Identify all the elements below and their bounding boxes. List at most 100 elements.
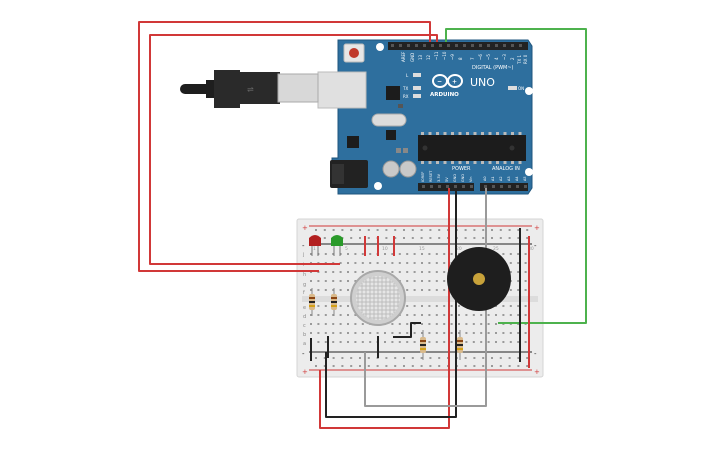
led-green[interactable] [331,235,343,256]
row-letters-bottom: e d c b a [303,305,306,347]
resistor[interactable] [309,288,315,316]
rail-hole [367,365,370,367]
breadboard-hole [495,323,497,325]
breadboard-hole [339,314,342,316]
breadboard-hole [361,262,364,264]
chip-pin [488,161,492,164]
breadboard-center-channel [302,296,538,302]
breadboard-hole [458,305,460,307]
breadboard-hole [435,341,438,343]
gas-sensor-mesh-lines [356,276,400,320]
led-red[interactable] [309,235,321,256]
breadboard-hole [495,341,497,343]
wire-red-led[interactable] [138,21,431,272]
header-pin [415,44,418,47]
breadboard-hole [413,314,416,316]
breadboard-hole [435,305,438,307]
rail-hole [499,365,502,367]
resistor[interactable] [457,330,463,360]
pin-label-ioref: IOREF [421,172,425,182]
breadboard-hole [347,341,349,343]
rail-hole [411,229,414,231]
chip-pin [503,132,507,135]
rail-hole [491,365,493,367]
rail-hole [429,229,432,231]
breadboard-hole [465,314,468,316]
breadboard-hole [376,262,379,264]
breadboard-hole [480,323,483,325]
rail-hole [429,365,432,367]
breadboard-hole [435,332,438,334]
jumper-sensor-out [393,322,421,338]
breadboard-hole [495,332,497,334]
breadboard-hole [391,323,394,325]
breadboard-hole [472,314,475,316]
led-rx-label: RX [403,94,409,99]
breadboard-hole [398,271,401,273]
breadboard-hole [450,323,453,325]
breadboard-hole [421,332,423,334]
chip-pin [503,161,507,164]
rail-hole [438,365,441,367]
rail-hole [323,357,326,359]
wire-green-led[interactable] [149,34,438,265]
wire-gnd[interactable] [325,188,457,418]
breadboard-hole [317,280,320,282]
breadboard-hole [398,332,401,334]
row-letter: d [303,314,306,320]
breadboard-hole [450,305,453,307]
breadboard-hole [413,280,416,282]
usb-cable[interactable]: ⇌ [180,70,319,108]
breadboard-hole [332,289,335,291]
reset-button[interactable] [349,48,359,58]
wire-buzzer-signal[interactable] [445,28,587,324]
resistor[interactable] [420,330,426,360]
pin-label-a4: A4 [515,176,519,181]
piezo-buzzer[interactable] [447,247,511,311]
breadboard-hole [347,271,349,273]
breadboard-hole [428,314,431,316]
breadboard-hole [324,332,327,334]
usb-plug-body [214,70,280,108]
led-l [413,73,421,77]
breadboard-hole [406,271,409,273]
breadboard-hole [495,314,497,316]
arduino-uno-board[interactable]: AREF GND 13 12 ~11 ~10 ~9 8 7 ~6 ~5 4 ~3… [317,39,533,195]
rail-hole [411,237,414,239]
breadboard-hole [398,341,401,343]
pin-label-rx: RX 0 [523,54,528,64]
column-number: 5 [345,246,348,252]
breadboard-hole [413,341,416,343]
pin-label-12: 12 [426,54,431,60]
breadboard-hole [317,332,320,334]
rail-hole [385,365,388,367]
breadboard-hole [332,323,335,325]
rail-hole [350,357,353,359]
pin-label-2: 2 [510,57,515,60]
breadboard-hole [361,271,364,273]
wire-5v[interactable] [319,188,450,429]
led-tx-label: TX [402,86,408,91]
resistor[interactable] [331,288,337,316]
rail-hole [491,237,493,239]
rail-hole [482,237,485,239]
rail-hole [359,365,361,367]
rail-hole [473,229,476,231]
rail-hole [411,357,414,359]
rail-hole [403,365,405,367]
gas-sensor[interactable] [350,270,406,326]
breadboard-hole [524,271,527,273]
rail-hole [420,229,423,231]
breadboard-hole [310,314,312,316]
breadboard-hole [435,323,438,325]
breadboard-hole [502,332,505,334]
pin-label-5v: 5V [445,177,449,182]
breadboard-hole [517,289,520,291]
chip-pin [458,161,462,164]
rail-hole [464,237,467,239]
breadboard-hole [339,305,342,307]
breadboard-hole [458,253,460,255]
rail-hole [438,357,441,359]
crystal [371,113,407,127]
pin-label-vin: Vin [469,176,473,182]
